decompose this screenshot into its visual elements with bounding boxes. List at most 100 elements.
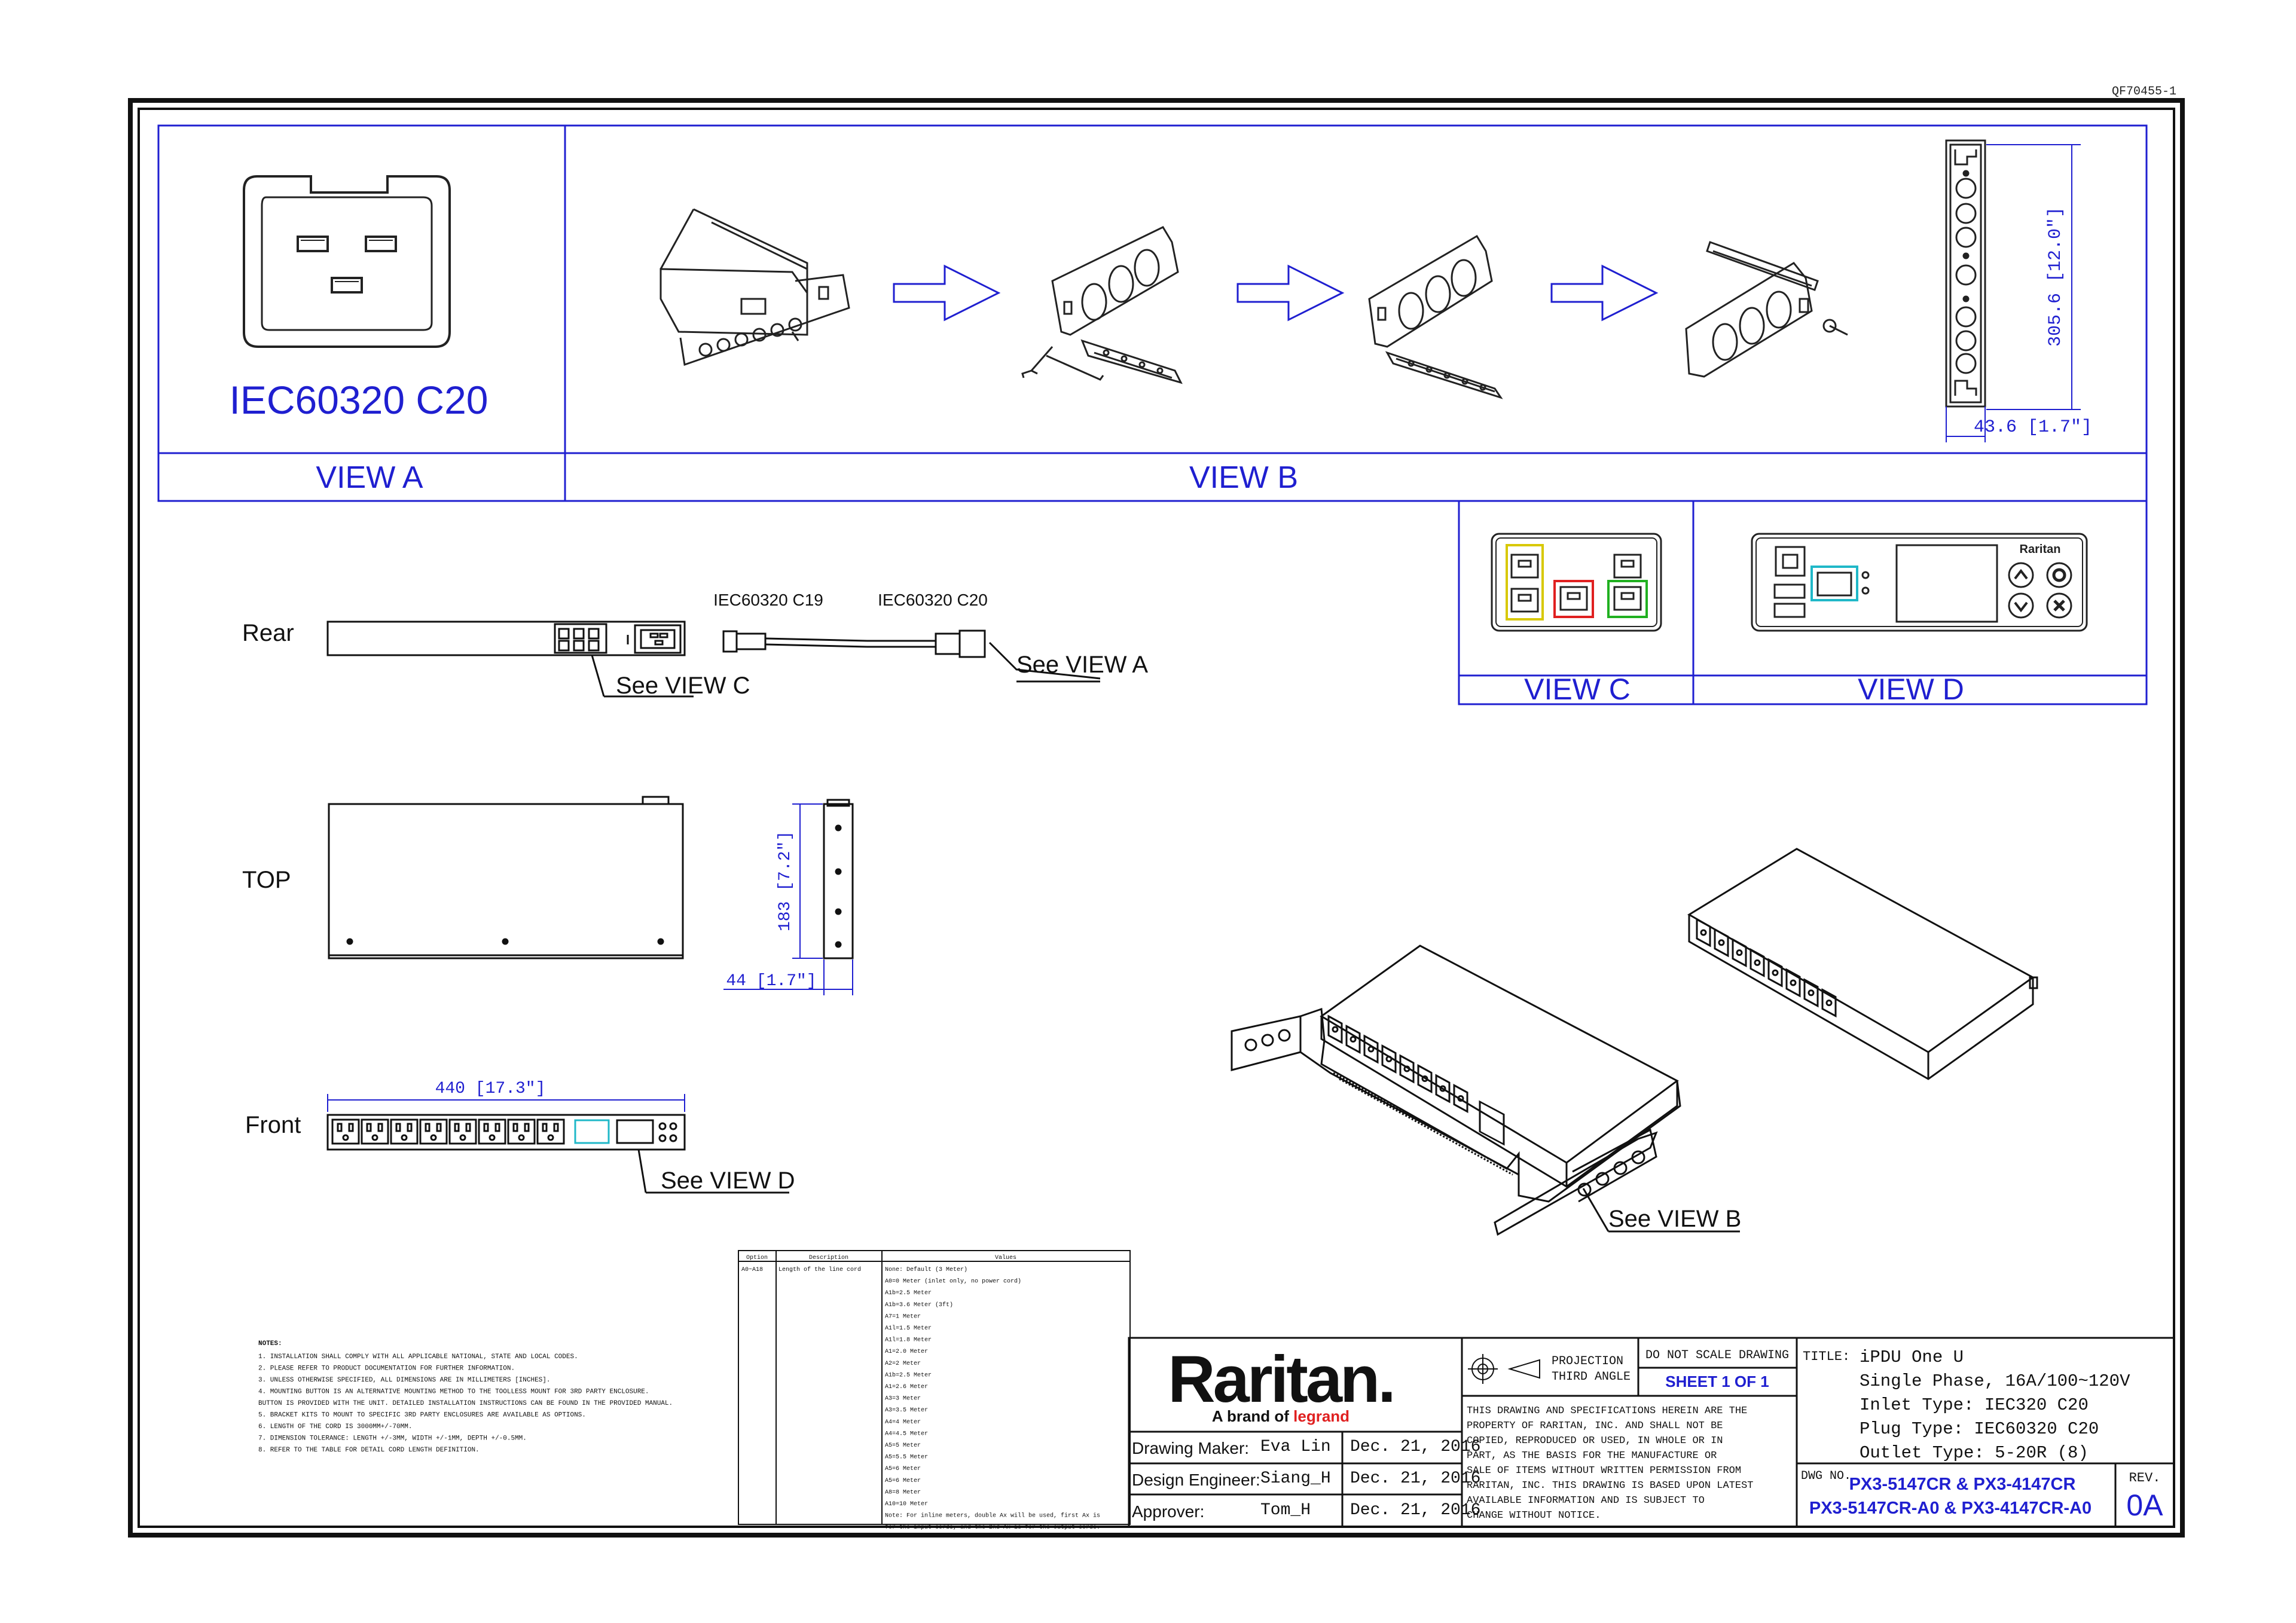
approver-label: Approver: — [1132, 1502, 1204, 1521]
view-b-caption: VIEW B — [1189, 460, 1298, 495]
top-dim-height: 183 [7.2"] — [776, 831, 795, 931]
property-line: PART, AS THE BASIS FOR THE MANUFACTURE O… — [1467, 1450, 1717, 1462]
process-arrow-2 — [1236, 264, 1345, 322]
option-value: A4=4.5 Meter — [885, 1431, 928, 1437]
property-line: RARITAN, INC. THIS DRAWING IS BASED UPON… — [1467, 1480, 1753, 1491]
third-angle-projection-icon — [1468, 1354, 1540, 1384]
description-header: Description — [809, 1254, 848, 1261]
top-label: TOP — [242, 867, 291, 893]
outlet-slot — [553, 1123, 559, 1132]
rev-label: REV. — [2129, 1471, 2161, 1486]
design-engineer-label: Design Engineer: — [1132, 1471, 1260, 1489]
iso-outlet-ground — [1385, 1056, 1393, 1062]
iso-outlet-face — [1803, 978, 1819, 1008]
drawing-maker-name: Eva Lin — [1260, 1438, 1331, 1456]
view-b-dim-height: 305.6 [12.0"] — [2045, 207, 2066, 347]
outlet-ground — [518, 1134, 525, 1141]
title-block-frame — [1128, 1337, 2175, 1528]
iso-outlet-face — [1821, 988, 1837, 1018]
rear-see-view-a: See VIEW A — [1016, 652, 1148, 678]
option-table-text: Option Description Values A0~A18 Length … — [741, 1254, 1100, 1531]
do-not-scale: DO NOT SCALE DRAWING — [1645, 1349, 1789, 1362]
outlet-ground — [401, 1134, 408, 1141]
title-line: iPDU One U — [1860, 1347, 1964, 1367]
iso-outlet-ground — [1439, 1085, 1446, 1092]
view-b-dim-width: 43.6 [1.7"] — [1974, 417, 2092, 438]
iso-outlet-face — [1399, 1054, 1415, 1084]
iso-outlet-ground — [1403, 1065, 1410, 1072]
power-cord — [722, 629, 1101, 683]
front-dims — [327, 1094, 685, 1112]
iso-outlet-face — [1327, 1014, 1343, 1044]
rear-cord-c19: IEC60320 C19 — [713, 591, 823, 609]
dwg-no-label: DWG NO. — [1801, 1469, 1851, 1483]
note-line: 2. PLEASE REFER TO PRODUCT DOCUMENTATION… — [258, 1365, 515, 1373]
property-line: COPIED, REPRODUCED OR USED, IN WHOLE OR … — [1467, 1435, 1723, 1447]
top-views-panel — [157, 124, 2148, 502]
outlet-slot — [425, 1123, 430, 1132]
outlet-slot — [337, 1123, 343, 1132]
view-a-connector-label: IEC60320 C20 — [230, 378, 488, 422]
dwg-no-line2: PX3-5147CR-A0 & PX3-4147CR-A0 — [1809, 1499, 2092, 1518]
outlet-slot — [465, 1123, 471, 1132]
iso-outlet-ground — [1421, 1075, 1428, 1082]
iso-outlet-ground — [1367, 1046, 1375, 1053]
design-engineer-date: Dec. 21, 2016 — [1350, 1469, 1480, 1488]
outlet-slot — [542, 1123, 548, 1132]
view-d-caption: VIEW D — [1858, 673, 1964, 706]
option-value: A1l=1.8 Meter — [885, 1337, 932, 1344]
rear-cord-c20: IEC60320 C20 — [878, 591, 988, 609]
outlet-face — [331, 1118, 360, 1145]
option-value: A5=6 Meter — [885, 1466, 921, 1472]
title-line: Outlet Type: 5-20R (8) — [1860, 1443, 2089, 1463]
option-value: A7=1 Meter — [885, 1313, 921, 1320]
brand-logo: Raritan. — [1168, 1343, 1394, 1416]
rev-value: 0A — [2126, 1488, 2163, 1522]
title-label: TITLE: — [1803, 1349, 1850, 1364]
iso-outlet-ground — [1457, 1095, 1464, 1102]
note-line: 7. DIMENSION TOLERANCE: LENGTH +/-3MM, W… — [258, 1435, 527, 1442]
doc-id: QF70455-1 — [2112, 85, 2176, 99]
iso-outlet-ground — [1825, 1000, 1833, 1007]
option-header: Option — [746, 1254, 768, 1261]
view-a-caption: VIEW A — [316, 460, 423, 495]
note-line: 8. REFER TO THE TABLE FOR DETAIL CORD LE… — [258, 1447, 480, 1454]
outlet-slot — [454, 1123, 460, 1132]
outlet-slot — [436, 1123, 442, 1132]
front-see-view-d: See VIEW D — [661, 1167, 795, 1194]
outlet-face — [390, 1118, 419, 1145]
outlet-ground — [430, 1134, 437, 1141]
iso-outlet-ground — [1700, 929, 1707, 936]
note-line: 4. MOUNTING BUTTON IS AN ALTERNATIVE MOU… — [258, 1389, 649, 1396]
property-line: AVAILABLE INFORMATION AND IS SUBJECT TO — [1467, 1495, 1705, 1506]
property-notice: THIS DRAWING AND SPECIFICATIONS HEREIN A… — [1467, 1405, 1753, 1521]
option-value: for the input cords, and the 2nd Ax is f… — [885, 1524, 1100, 1531]
option-value: A4=4 Meter — [885, 1419, 921, 1426]
note-line: 6. LENGTH OF THE CORD IS 3000MM+/-70MM. — [258, 1423, 412, 1431]
outlet-face — [536, 1118, 565, 1145]
outlet-slot — [377, 1123, 383, 1132]
view-c-rear-ports — [1491, 533, 1662, 632]
iso-pdu — [1687, 848, 2038, 1080]
outlet-slot — [348, 1123, 354, 1132]
front-chassis — [326, 1114, 789, 1194]
outlet-ground — [547, 1134, 554, 1141]
iso-outlet-face — [1345, 1024, 1361, 1055]
drawing-maker-label: Drawing Maker: — [1132, 1439, 1249, 1457]
option-value: A10=10 Meter — [885, 1501, 928, 1508]
iso-outlet-face — [1732, 938, 1747, 968]
bracket-step-2 — [1021, 226, 1183, 384]
design-engineer-name: Siang_H — [1260, 1469, 1331, 1488]
iso-outlet-ground — [1718, 939, 1725, 946]
notes-block: NOTES: 1. INSTALLATION SHALL COMPLY WITH… — [258, 1340, 673, 1454]
outlet-ground — [371, 1134, 378, 1141]
bracket-profile — [1945, 139, 1986, 408]
option-value: A1=2.6 Meter — [885, 1384, 928, 1390]
detail-views-panel — [1458, 500, 2148, 705]
property-line: CHANGE WITHOUT NOTICE. — [1467, 1510, 1601, 1521]
option-value: A2=2 Meter — [885, 1361, 921, 1367]
approver-name: Tom_H — [1260, 1501, 1311, 1520]
iso-outlet-face — [1785, 968, 1801, 998]
outlet-face — [478, 1118, 506, 1145]
